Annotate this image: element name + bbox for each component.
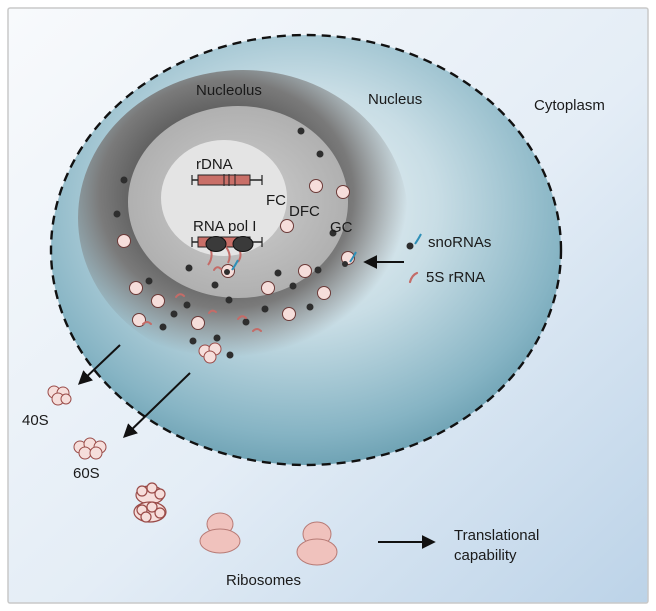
rna-pol-enzyme <box>232 236 254 252</box>
label-rdna: rDNA <box>196 156 233 173</box>
nucleolus-fc-region <box>161 140 287 256</box>
label-60s: 60S <box>73 465 100 482</box>
rna-pol-transcription <box>191 236 263 266</box>
pre-ribosome-particles <box>117 179 355 330</box>
label-gc: GC <box>330 219 353 236</box>
rna-pol-enzyme <box>205 236 227 252</box>
label-dfc: DFC <box>289 203 320 220</box>
rrna-5s-strands <box>142 266 262 332</box>
label-40s: 40S <box>22 412 49 429</box>
label-snornas: snoRNAs <box>428 234 491 251</box>
label-capability: capability <box>454 547 517 564</box>
label-5s-rrna: 5S rRNA <box>426 269 485 286</box>
ribosome-icon <box>199 512 241 554</box>
label-nucleus: Nucleus <box>368 91 422 108</box>
legend-5s-rrna-symbol <box>408 271 419 284</box>
rdna-gene <box>191 174 263 186</box>
label-translational: Translational <box>454 527 539 544</box>
export-40s-arrow <box>77 344 121 385</box>
label-ribosomes: Ribosomes <box>226 572 301 589</box>
label-cytoplasm: Cytoplasm <box>534 97 605 114</box>
export-60s-arrow <box>122 372 191 438</box>
legend-snorna-symbol <box>406 233 422 250</box>
pre-60s-cluster <box>198 342 222 364</box>
label-fc: FC <box>266 192 286 209</box>
snorna-markers <box>224 251 357 275</box>
label-nucleolus: Nucleolus <box>196 82 262 99</box>
nucleolar-granules <box>113 127 337 359</box>
subunit-60s-icon <box>73 437 107 460</box>
label-rna-pol: RNA pol I <box>193 218 256 235</box>
ribosome-icon <box>296 521 338 566</box>
ribosome-cluster-icon <box>133 482 167 523</box>
subunit-40s-icon <box>47 385 72 406</box>
